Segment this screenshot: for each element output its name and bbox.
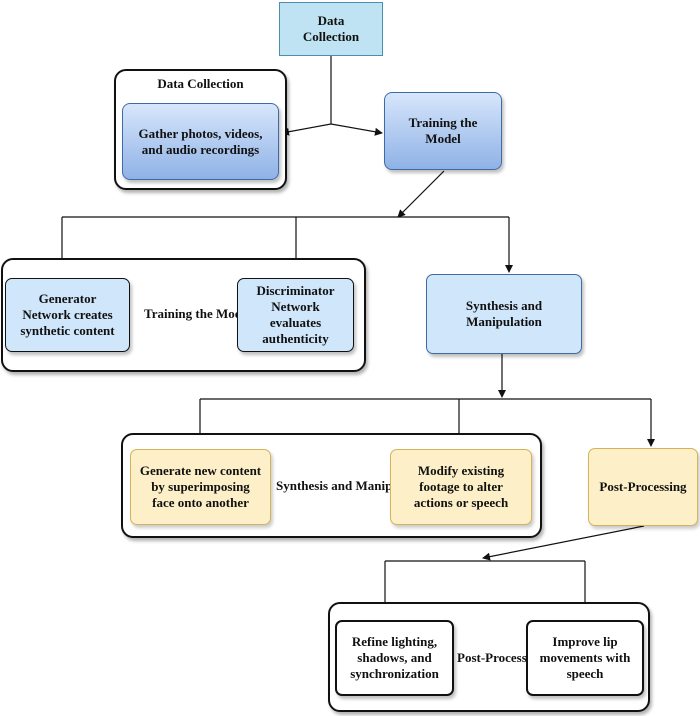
node-gather: Gather photos, videos, and audio recordi… — [122, 103, 279, 180]
group-label-training-model: Training the Model — [144, 306, 252, 321]
arrow-post-down — [482, 525, 645, 561]
group-label-data-collection: Data Collection — [157, 76, 244, 91]
node-post-processing: Post-Processing — [588, 448, 698, 526]
node-discriminator: Discriminator Network evaluates authenti… — [237, 278, 354, 352]
arrow-to-training — [330, 123, 383, 136]
node-data-collection-top: Data Collection — [279, 2, 383, 56]
node-lip: Improve lip movements with speech — [526, 620, 644, 696]
node-label: Post-Processing — [599, 479, 687, 494]
node-label: Generator Network creates synthetic cont… — [20, 291, 115, 338]
node-modify: Modify existing footage to alter actions… — [390, 449, 532, 525]
arrow-training-down — [397, 170, 445, 218]
node-label: Generate new content by superimposing fa… — [139, 463, 262, 510]
node-refine: Refine lighting, shadows, and synchroniz… — [335, 620, 454, 696]
node-label: Improve lip movements with speech — [539, 634, 631, 681]
node-label: Training the Model — [408, 115, 478, 146]
arrow-to-gather — [281, 123, 332, 136]
node-label: Refine lighting, shadows, and synchroniz… — [350, 634, 439, 681]
node-generate-new: Generate new content by superimposing fa… — [130, 449, 271, 525]
node-training-model: Training the Model — [384, 92, 502, 170]
node-label: Modify existing footage to alter actions… — [413, 463, 509, 510]
node-label: Data Collection — [302, 13, 360, 44]
node-generator: Generator Network creates synthetic cont… — [5, 278, 130, 352]
node-label: Synthesis and Manipulation — [465, 298, 543, 329]
node-label: Discriminator Network evaluates authenti… — [256, 283, 335, 346]
node-synthesis: Synthesis and Manipulation — [426, 274, 582, 354]
node-label: Gather photos, videos, and audio recordi… — [138, 125, 263, 157]
group-label-post-processing: Post-Processing — [457, 650, 545, 665]
